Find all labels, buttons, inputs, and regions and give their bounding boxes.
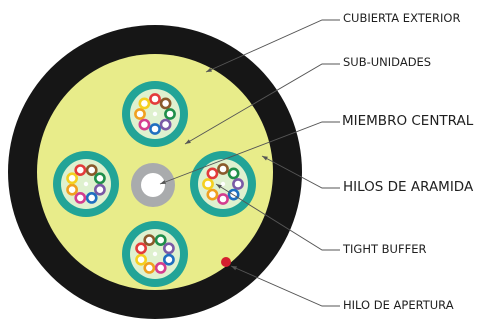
cable-body: [8, 25, 302, 319]
tight-buffer-fiber: [154, 261, 167, 274]
ripcord: [221, 257, 231, 267]
tight-buffer-fiber: [217, 193, 229, 205]
central-member-core: [141, 173, 165, 197]
label-subunits: SUB-UNIDADES: [343, 55, 432, 69]
tight-buffer-fiber: [149, 123, 161, 135]
label-central-member: MIEMBRO CENTRAL: [342, 113, 474, 129]
tight-buffer-fiber: [217, 163, 229, 175]
tight-buffer-fiber: [66, 183, 78, 196]
tight-buffer-fiber: [164, 108, 176, 120]
tight-buffer-fiber: [135, 242, 147, 255]
leader-aramid-yarns: [261, 155, 340, 189]
tight-buffer-fiber: [232, 178, 244, 190]
tight-buffer-fiber: [143, 261, 156, 274]
tight-buffer-fiber: [162, 242, 175, 255]
subunit-center: [152, 111, 158, 117]
tight-buffer-fiber: [206, 188, 219, 201]
leader-subunits: [184, 63, 340, 145]
tight-buffer-fiber: [138, 118, 151, 131]
tight-buffer-fiber: [135, 253, 147, 266]
leader-central-member: [159, 121, 340, 185]
tight-buffer-fiber: [74, 191, 87, 204]
tight-buffer-fiber: [134, 108, 146, 120]
tight-buffer-fiber: [74, 164, 87, 176]
tight-buffer-fiber: [206, 167, 219, 180]
tight-buffer-fiber: [159, 97, 172, 110]
subunit-center: [83, 181, 89, 187]
tight-buffer-fiber: [85, 191, 98, 204]
label-ripcord: HILO DE APERTURA: [343, 298, 454, 312]
label-outer-jacket: CUBIERTA EXTERIOR: [343, 11, 461, 25]
tight-buffer-fiber: [143, 234, 156, 246]
arrowhead: [262, 156, 268, 161]
tight-buffer-fiber: [149, 93, 161, 105]
subunit: [122, 81, 188, 147]
tight-buffer-fiber: [202, 178, 214, 190]
arrowhead: [185, 139, 191, 144]
leader-ripcord: [230, 265, 340, 307]
tight-buffer-fiber: [159, 118, 172, 131]
tight-buffer-fiber: [162, 253, 175, 266]
arrowhead: [206, 67, 212, 72]
label-aramid-yarns: HILOS DE ARAMIDA: [343, 179, 474, 195]
tight-buffer-fiber: [85, 164, 98, 176]
subunit: [190, 151, 256, 217]
leader-tight-buffer: [215, 183, 340, 251]
arrowhead: [160, 180, 166, 184]
subunit: [122, 221, 188, 287]
tight-buffer-fiber: [94, 172, 106, 185]
subunit: [53, 151, 119, 217]
subunits: [53, 81, 256, 287]
tight-buffer-fiber: [138, 97, 151, 110]
arrowhead: [231, 266, 237, 271]
subunit-center: [152, 251, 158, 257]
subunit-center: [220, 181, 226, 187]
leader-lines: [159, 19, 340, 307]
tight-buffer-fiber: [227, 167, 240, 180]
leader-outer-jacket: [205, 19, 340, 73]
tight-buffer-fiber: [154, 234, 167, 246]
arrowhead: [216, 184, 222, 189]
tight-buffer-fiber: [66, 172, 78, 185]
tight-buffer-fiber: [94, 183, 106, 196]
label-tight-buffer: TIGHT BUFFER: [343, 242, 427, 256]
